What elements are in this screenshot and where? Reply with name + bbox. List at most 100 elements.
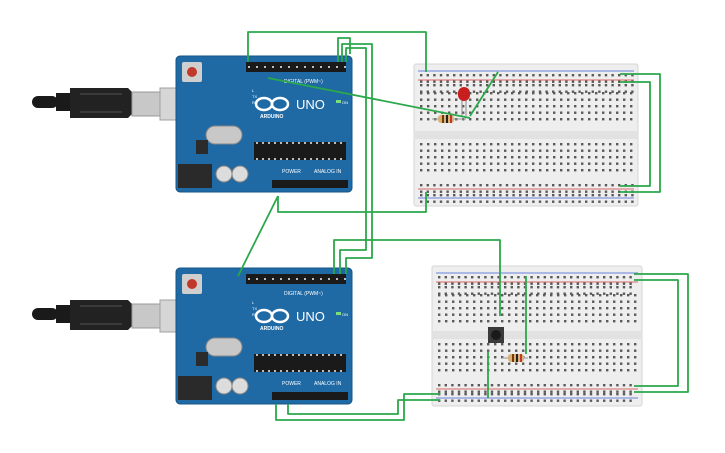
breadboard-hole[interactable]: [532, 105, 535, 108]
breadboard-hole[interactable]: [448, 162, 451, 165]
breadboard-hole[interactable]: [446, 194, 449, 197]
breadboard-hole[interactable]: [532, 190, 535, 193]
breadboard-hole[interactable]: [523, 292, 527, 295]
breadboard-hole[interactable]: [556, 399, 560, 402]
breadboard-hole[interactable]: [445, 349, 448, 352]
breadboard-hole[interactable]: [455, 156, 458, 159]
breadboard-hole[interactable]: [434, 92, 437, 95]
breadboard-hole[interactable]: [543, 369, 546, 372]
breadboard-hole[interactable]: [505, 84, 509, 87]
breadboard-hole[interactable]: [511, 105, 514, 108]
breadboard-hole[interactable]: [469, 98, 472, 101]
breadboard-hole[interactable]: [538, 90, 542, 93]
breadboard-hole[interactable]: [519, 80, 522, 83]
breadboard-hole[interactable]: [510, 390, 513, 393]
breadboard-hole[interactable]: [550, 307, 553, 310]
breadboard-hole[interactable]: [609, 98, 612, 101]
wire[interactable]: [620, 81, 651, 187]
breadboard-hole[interactable]: [434, 111, 437, 114]
breadboard-hole[interactable]: [558, 74, 561, 77]
breadboard-hole[interactable]: [631, 200, 634, 203]
header-pin[interactable]: [272, 66, 274, 68]
breadboard-hole[interactable]: [583, 292, 586, 295]
breadboard-hole[interactable]: [473, 343, 476, 346]
breadboard-hole[interactable]: [439, 80, 443, 83]
breadboard-hole[interactable]: [499, 74, 502, 77]
header-pin[interactable]: [274, 142, 276, 144]
breadboard-hole[interactable]: [530, 384, 533, 387]
breadboard-hole[interactable]: [525, 118, 528, 121]
breadboard-hole[interactable]: [588, 169, 591, 172]
breadboard-hole[interactable]: [631, 194, 634, 197]
breadboard-hole[interactable]: [518, 149, 521, 152]
breadboard-hole[interactable]: [494, 349, 497, 352]
breadboard-hole[interactable]: [532, 149, 535, 152]
breadboard-hole[interactable]: [543, 282, 546, 285]
breadboard-hole[interactable]: [511, 149, 514, 152]
breadboard-hole[interactable]: [545, 184, 548, 187]
breadboard-hole[interactable]: [484, 292, 487, 295]
breadboard-hole[interactable]: [611, 84, 614, 87]
breadboard-hole[interactable]: [585, 184, 588, 187]
breadboard-hole[interactable]: [433, 74, 436, 77]
header-pin[interactable]: [336, 278, 338, 280]
breadboard-hole[interactable]: [490, 292, 494, 295]
breadboard-hole[interactable]: [505, 80, 509, 83]
breadboard-hole[interactable]: [606, 356, 609, 359]
breadboard-hole[interactable]: [570, 286, 573, 289]
breadboard-hole[interactable]: [576, 286, 579, 289]
breadboard-hole[interactable]: [525, 149, 528, 152]
breadboard-hole[interactable]: [578, 74, 581, 77]
breadboard-hole[interactable]: [439, 190, 443, 193]
breadboard-hole[interactable]: [499, 194, 502, 197]
breadboard-hole[interactable]: [558, 194, 561, 197]
breadboard-hole[interactable]: [499, 84, 502, 87]
breadboard-hole[interactable]: [480, 320, 483, 323]
breadboard-hole[interactable]: [543, 393, 546, 396]
breadboard-hole[interactable]: [570, 282, 573, 285]
breadboard-hole[interactable]: [504, 286, 507, 289]
breadboard-hole[interactable]: [472, 194, 476, 197]
breadboard-hole[interactable]: [515, 362, 518, 365]
breadboard-hole[interactable]: [455, 111, 458, 114]
breadboard-hole[interactable]: [558, 200, 561, 203]
breadboard-hole[interactable]: [629, 393, 632, 396]
breadboard-hole[interactable]: [563, 282, 566, 285]
breadboard-hole[interactable]: [550, 300, 553, 303]
breadboard-hole[interactable]: [487, 349, 490, 352]
breadboard-hole[interactable]: [589, 282, 593, 285]
breadboard-hole[interactable]: [537, 292, 540, 295]
breadboard-hole[interactable]: [630, 156, 633, 159]
header-pin[interactable]: [320, 66, 322, 68]
breadboard-hole[interactable]: [441, 105, 444, 108]
breadboard-hole[interactable]: [501, 362, 504, 365]
breadboard-hole[interactable]: [543, 276, 546, 279]
breadboard-hole[interactable]: [599, 343, 602, 346]
breadboard-hole[interactable]: [480, 313, 483, 316]
breadboard-hole[interactable]: [578, 343, 581, 346]
breadboard-hole[interactable]: [553, 111, 556, 114]
breadboard-hole[interactable]: [464, 390, 467, 393]
breadboard-hole[interactable]: [539, 118, 542, 121]
breadboard-hole[interactable]: [543, 384, 546, 387]
breadboard-hole[interactable]: [557, 300, 560, 303]
header-pin[interactable]: [298, 142, 300, 144]
breadboard-hole[interactable]: [444, 282, 447, 285]
breadboard-hole[interactable]: [471, 292, 474, 295]
breadboard-hole[interactable]: [552, 184, 555, 187]
breadboard-hole[interactable]: [512, 184, 515, 187]
breadboard-hole[interactable]: [446, 74, 449, 77]
breadboard-hole[interactable]: [523, 390, 527, 393]
breadboard-hole[interactable]: [438, 343, 441, 346]
breadboard-hole[interactable]: [567, 169, 570, 172]
breadboard-hole[interactable]: [523, 282, 527, 285]
breadboard-hole[interactable]: [557, 313, 560, 316]
breadboard-hole[interactable]: [515, 300, 518, 303]
breadboard-hole[interactable]: [578, 80, 581, 83]
breadboard-hole[interactable]: [546, 92, 549, 95]
breadboard-hole[interactable]: [439, 84, 443, 87]
breadboard-hole[interactable]: [501, 313, 504, 316]
breadboard-hole[interactable]: [504, 143, 507, 146]
breadboard-hole[interactable]: [599, 356, 602, 359]
breadboard-hole[interactable]: [634, 320, 637, 323]
